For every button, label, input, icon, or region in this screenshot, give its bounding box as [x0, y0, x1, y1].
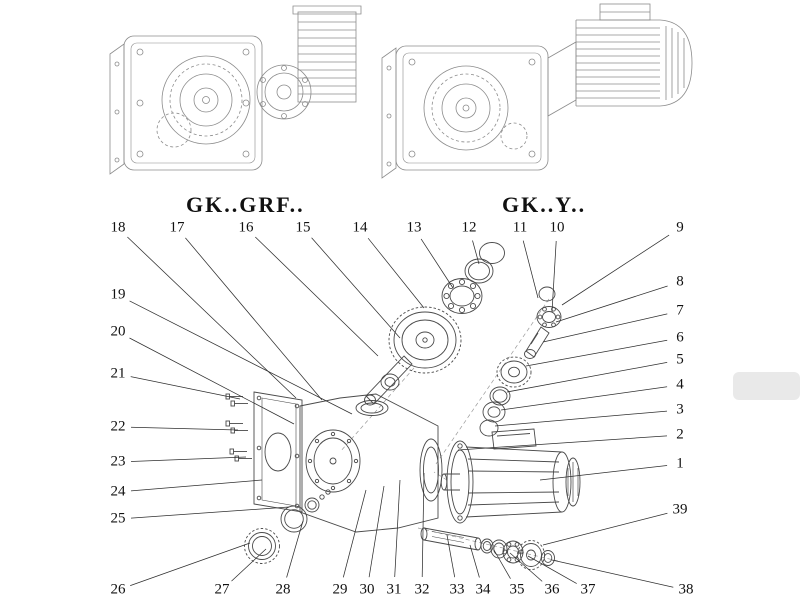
- leader-line-2: [457, 435, 668, 451]
- motor-drawing: [440, 428, 581, 524]
- gearbox-grf-drawing: [109, 5, 362, 175]
- callout-21: 21: [110, 365, 126, 382]
- callout-20: 20: [110, 323, 126, 340]
- leader-line-14: [367, 237, 425, 309]
- leader-line-31: [394, 479, 401, 578]
- leader-line-37: [527, 555, 577, 584]
- leader-line-16: [255, 236, 379, 357]
- leader-line-3: [494, 410, 668, 427]
- callout-17: 17: [169, 219, 185, 236]
- callout-10: 10: [549, 219, 565, 236]
- callout-22: 22: [110, 418, 126, 435]
- callout-31: 31: [386, 581, 402, 598]
- callout-30: 30: [359, 581, 375, 598]
- leader-line-20: [129, 337, 295, 425]
- leader-line-13: [420, 238, 454, 289]
- leader-line-39: [542, 512, 668, 546]
- callout-36: 36: [544, 581, 560, 598]
- leader-line-29: [342, 489, 367, 578]
- output-shaft-stack-drawing: [420, 527, 555, 570]
- callout-7: 7: [676, 302, 684, 319]
- leader-line-1: [539, 465, 668, 481]
- leader-line-22: [130, 426, 239, 431]
- callout-5: 5: [676, 351, 684, 368]
- leader-line-34: [469, 544, 480, 578]
- leader-line-8: [555, 285, 668, 323]
- leader-line-36: [509, 552, 543, 582]
- callout-15: 15: [295, 219, 311, 236]
- exploded-view-drawing: [225, 242, 581, 570]
- bearing-cover-rings-drawing: [244, 489, 331, 564]
- callout-33: 33: [449, 581, 465, 598]
- leader-line-33: [446, 534, 456, 578]
- callout-16: 16: [238, 219, 254, 236]
- leader-line-19: [129, 300, 353, 415]
- callout-13: 13: [406, 219, 422, 236]
- callout-34: 34: [475, 581, 491, 598]
- leader-line-7: [542, 313, 668, 343]
- callout-38: 38: [678, 581, 694, 598]
- input-pinion-stack-drawing: [479, 286, 562, 437]
- leader-line-15: [311, 237, 401, 339]
- callout-12: 12: [461, 219, 477, 236]
- bevel-gear-shaft-drawing: [364, 306, 462, 406]
- callout-3: 3: [676, 401, 684, 418]
- callout-6: 6: [676, 329, 684, 346]
- callout-25: 25: [110, 510, 126, 527]
- leader-line-17: [185, 237, 323, 401]
- callout-1: 1: [676, 455, 684, 472]
- leader-line-27: [231, 548, 267, 582]
- watermark-smudge: [733, 372, 800, 400]
- callout-39: 39: [672, 501, 688, 518]
- callout-27: 27: [214, 581, 230, 598]
- callout-29: 29: [332, 581, 348, 598]
- callout-35: 35: [509, 581, 525, 598]
- callout-9: 9: [676, 219, 684, 236]
- callout-37: 37: [580, 581, 596, 598]
- gearbox-y-drawing: [381, 3, 693, 179]
- callout-2: 2: [676, 426, 684, 443]
- leader-line-35: [493, 549, 511, 579]
- leader-line-24: [130, 479, 263, 492]
- callout-19: 19: [110, 286, 126, 303]
- leader-line-28: [286, 520, 304, 578]
- callout-8: 8: [676, 273, 684, 290]
- callout-18: 18: [110, 219, 126, 236]
- leader-line-6: [525, 339, 668, 367]
- variant-label-y: GK..Y..: [502, 192, 587, 217]
- leader-line-11: [522, 240, 539, 299]
- callout-26: 26: [110, 581, 126, 598]
- callout-28: 28: [275, 581, 291, 598]
- leader-line-5: [506, 362, 668, 393]
- callout-23: 23: [110, 453, 126, 470]
- leader-line-25: [130, 506, 290, 519]
- leader-line-26: [130, 542, 251, 586]
- callout-11: 11: [512, 219, 528, 236]
- leader-line-9: [561, 234, 670, 306]
- housing-drawing: [299, 393, 443, 533]
- leader-line-21: [130, 376, 241, 400]
- leader-line-30: [368, 485, 385, 578]
- variant-label-grf: GK..GRF..: [186, 192, 305, 217]
- callout-24: 24: [110, 483, 126, 500]
- leader-line-32: [421, 472, 425, 578]
- leader-line-12: [472, 240, 480, 265]
- callout-32: 32: [414, 581, 430, 598]
- leader-line-10: [551, 240, 557, 313]
- callout-4: 4: [676, 376, 684, 393]
- upper-bearing-stack-drawing: [441, 242, 505, 314]
- callout-14: 14: [352, 219, 368, 236]
- leader-line-38: [551, 559, 674, 588]
- leader-line-23: [130, 456, 247, 462]
- screws-drawing: [225, 393, 252, 462]
- leader-line-18: [127, 236, 297, 399]
- leader-line-4: [500, 386, 668, 411]
